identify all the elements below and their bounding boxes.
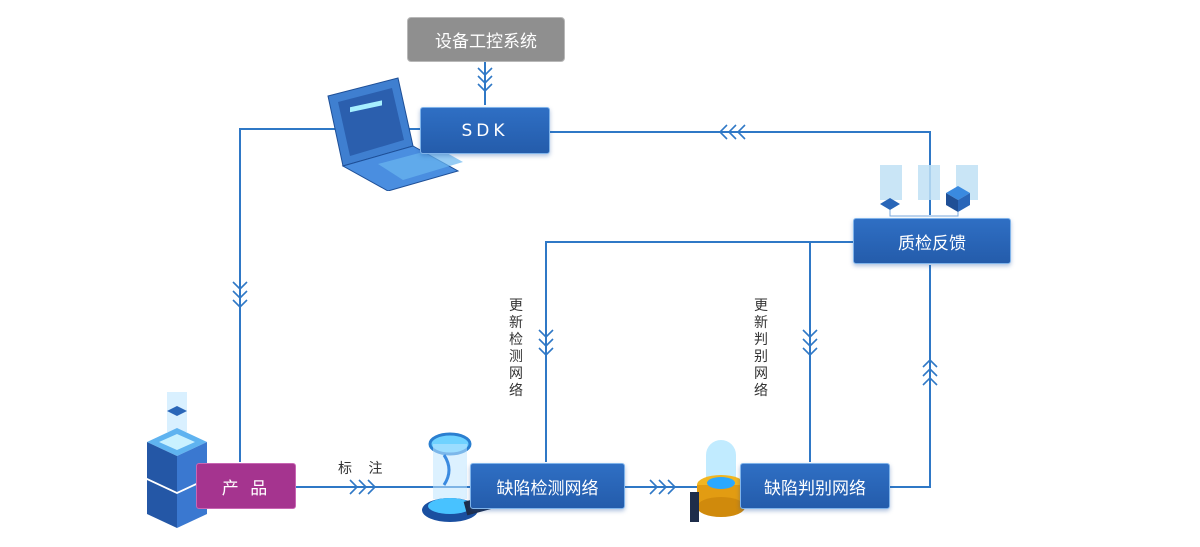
arrow-down-control xyxy=(477,67,493,93)
sdk-label: SDK xyxy=(461,120,509,141)
judge-network-label: 缺陷判别网络 xyxy=(764,478,866,499)
control-system-label: 设备工控系统 xyxy=(435,32,537,52)
sdk-node: SDK xyxy=(420,107,550,154)
arrow-right-detect xyxy=(649,479,677,495)
arrow-down-left xyxy=(232,281,248,309)
product-stack-icon xyxy=(147,392,207,528)
control-system-node: 设备工控系统 xyxy=(407,17,565,62)
arrow-left-sdk xyxy=(718,124,746,140)
arrow-up-qc xyxy=(922,358,938,386)
annotate-edge-label: 标 注 xyxy=(338,461,389,477)
arrow-down-detect xyxy=(538,329,554,357)
qc-feedback-node: 质检反馈 xyxy=(853,218,1011,264)
product-label: 产 品 xyxy=(221,478,271,499)
detect-network-label: 缺陷检测网络 xyxy=(496,478,599,499)
inspection-panels-icon xyxy=(880,165,978,217)
laptop-icon xyxy=(327,77,463,191)
judge-device-icon xyxy=(690,440,745,522)
product-node: 产 品 xyxy=(196,463,296,509)
update-detect-edge-label: 更新检测网络 xyxy=(509,298,523,399)
line-qc-to-detect xyxy=(545,241,853,462)
qc-feedback-label: 质检反馈 xyxy=(898,233,966,254)
line-judge-to-qc xyxy=(890,265,931,488)
update-judge-edge-label: 更新判别网络 xyxy=(754,298,768,399)
arrow-down-judge xyxy=(802,329,818,357)
arrow-right-product xyxy=(349,479,377,495)
detect-network-node: 缺陷检测网络 xyxy=(470,463,625,509)
judge-network-node: 缺陷判别网络 xyxy=(740,463,890,509)
